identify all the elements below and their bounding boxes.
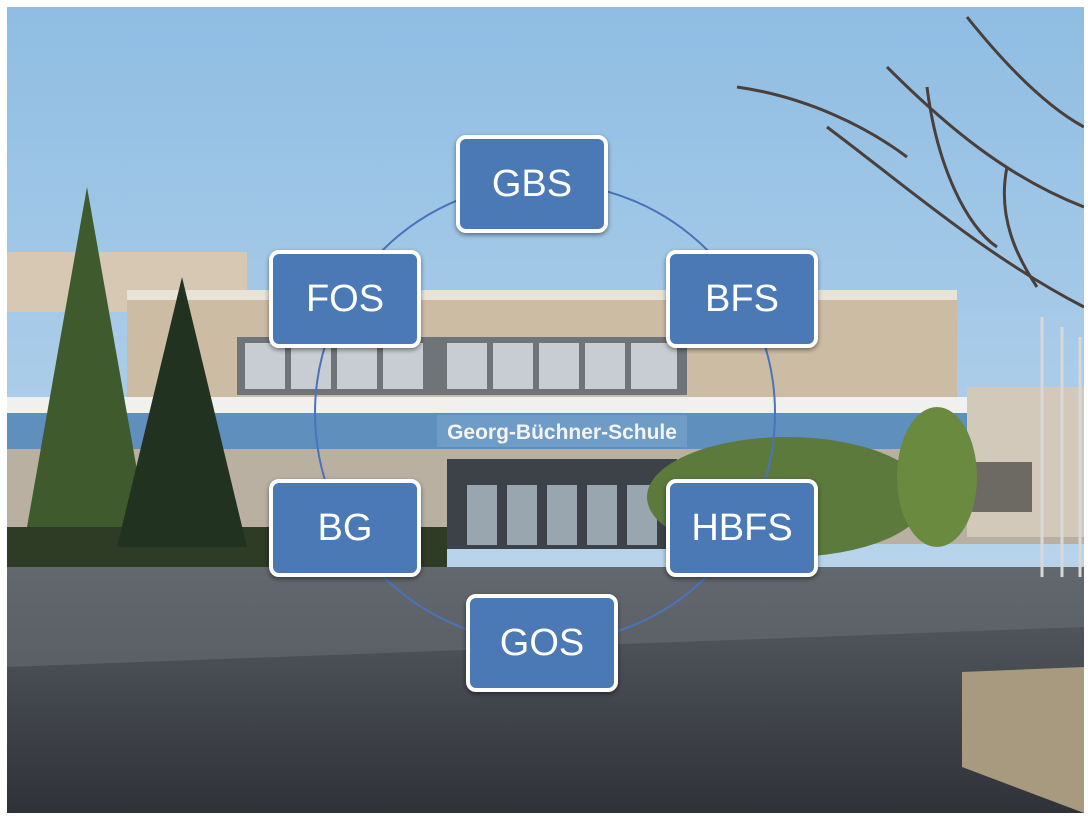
node-gos-label: GOS — [499, 622, 585, 664]
school-building-illustration: Georg-Büchner-Schule — [7, 7, 1084, 813]
node-gos[interactable]: GOS — [466, 594, 618, 692]
node-bg[interactable]: BG — [269, 479, 421, 577]
node-fos[interactable]: FOS — [269, 250, 421, 348]
node-gbs[interactable]: GBS — [456, 135, 608, 233]
node-gbs-label: GBS — [491, 163, 573, 205]
node-bfs[interactable]: BFS — [666, 250, 818, 348]
node-hbfs-label: HBFS — [691, 507, 793, 549]
node-fos-label: FOS — [305, 278, 385, 320]
node-bg-label: BG — [317, 507, 373, 549]
school-photo: Georg-Büchner-Schule — [7, 7, 1084, 813]
node-bfs-label: BFS — [705, 278, 779, 320]
node-hbfs[interactable]: HBFS — [666, 479, 818, 577]
building-sign: Georg-Büchner-Schule — [447, 421, 677, 444]
